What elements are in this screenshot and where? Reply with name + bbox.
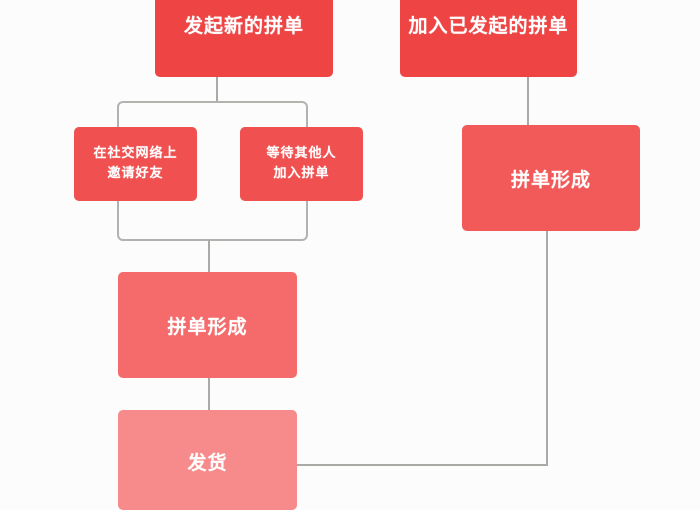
node-label: 发货 (187, 452, 228, 474)
node-label-line2: 邀请好友 (107, 166, 164, 181)
connector-formed-right-to-ship (297, 464, 548, 466)
connector-bracket-to-formed-left (208, 240, 210, 273)
node-wait-others: 等待其他人 加入拼单 (240, 127, 363, 201)
connector-join-to-formed-right (527, 77, 529, 126)
node-invite-friends: 在社交网络上 邀请好友 (74, 127, 197, 201)
node-group-formed-left: 拼单形成 (118, 272, 297, 378)
node-label: 拼单形成 (510, 168, 591, 191)
node-group-formed-right: 拼单形成 (462, 125, 640, 231)
flowchart-canvas: 发起新的拼单 加入已发起的拼单 在社交网络上 邀请好友 等待其他人 加入拼单 拼… (74, 0, 640, 510)
node-join-existing-group: 加入已发起的拼单 (400, 0, 577, 77)
node-ship: 发货 (118, 410, 297, 510)
node-label: 发起新的拼单 (183, 15, 304, 37)
node-label: 加入已发起的拼单 (408, 15, 569, 37)
node-label-line1: 在社交网络上 (93, 146, 178, 161)
node-label: 拼单形成 (167, 315, 248, 338)
node-label-line2: 加入拼单 (273, 166, 330, 181)
connector-start-to-bracket (216, 77, 218, 102)
node-start-new-group: 发起新的拼单 (155, 0, 333, 77)
connector-formed-left-to-ship (208, 378, 210, 411)
node-label-line1: 等待其他人 (266, 146, 337, 161)
connector-formed-right-down (546, 231, 548, 466)
